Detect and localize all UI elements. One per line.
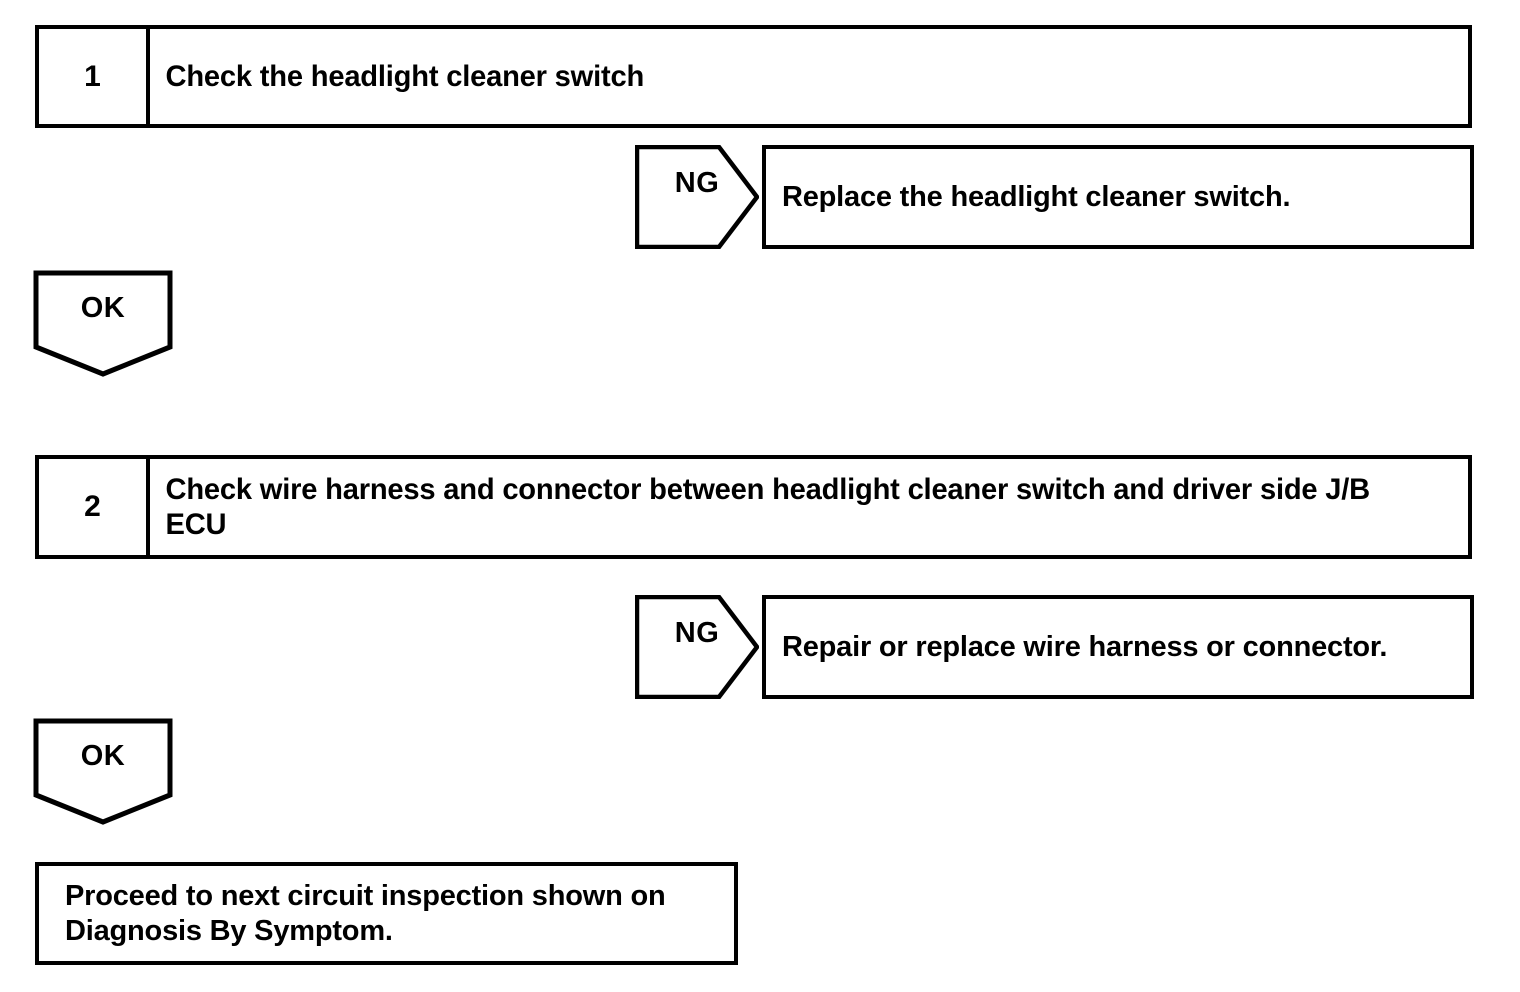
step-2-instruction: Check wire harness and connector between… [165, 472, 1371, 541]
final-action-box: Proceed to next circuit inspection shown… [35, 862, 738, 965]
step-1-instruction: Check the headlight cleaner switch [165, 59, 645, 93]
step-1-ng-action-box: Replace the headlight cleaner switch. [762, 145, 1474, 249]
step-1-ok-label: OK [80, 292, 126, 324]
final-action-text: Proceed to next circuit inspection shown… [65, 879, 666, 947]
step-2-ok-label: OK [80, 740, 126, 772]
step-2-number: 2 [39, 459, 150, 555]
step-2-ng-action-box: Repair or replace wire harness or connec… [762, 595, 1474, 699]
step-2-ok-pentagon: OK [33, 718, 173, 825]
step-1-box: 1 Check the headlight cleaner switch [35, 25, 1472, 128]
step-1-number: 1 [39, 29, 150, 124]
step-2-box: 2 Check wire harness and connector betwe… [35, 455, 1472, 559]
step-1-ok-pentagon: OK [33, 270, 173, 377]
step-2-ng-label: NG [674, 617, 720, 649]
step-2-ng-arrow: NG [635, 595, 759, 699]
step-1-ng-action-text: Replace the headlight cleaner switch. [782, 180, 1291, 213]
step-2-ng-action-text: Repair or replace wire harness or connec… [782, 630, 1388, 663]
step-1-ng-label: NG [674, 167, 720, 199]
step-1-ng-arrow: NG [635, 145, 759, 249]
